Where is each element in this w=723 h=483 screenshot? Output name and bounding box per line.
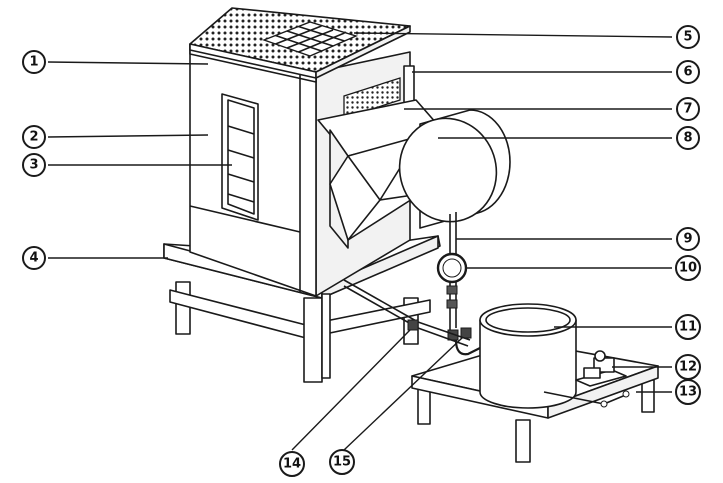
callout-14: 14 <box>279 451 305 477</box>
duct-and-fan <box>317 99 511 249</box>
perforated-top-cover <box>189 7 411 79</box>
svg-text:1: 1 <box>29 55 38 70</box>
observation-window <box>221 93 259 221</box>
svg-text:7: 7 <box>683 102 692 117</box>
callout-15: 15 <box>329 449 355 475</box>
top-grille <box>261 21 359 57</box>
callout-12: 12 <box>675 354 701 380</box>
svg-text:8: 8 <box>683 131 692 146</box>
leader-lines <box>47 32 673 451</box>
svg-text:4: 4 <box>29 251 38 266</box>
callout-11: 11 <box>675 314 701 340</box>
valve-assembly <box>343 279 485 356</box>
svg-text:2: 2 <box>29 130 38 145</box>
callout-8: 8 <box>676 126 700 150</box>
svg-text:12: 12 <box>679 360 697 375</box>
svg-text:14: 14 <box>283 457 301 472</box>
callout-2: 2 <box>22 125 46 149</box>
callout-5: 5 <box>676 25 700 49</box>
svg-text:13: 13 <box>679 385 697 400</box>
svg-text:15: 15 <box>333 455 351 470</box>
svg-text:11: 11 <box>679 320 697 335</box>
callout-1: 1 <box>22 50 46 74</box>
water-pump <box>575 350 630 408</box>
pressure-gauge <box>436 252 468 284</box>
callout-7: 7 <box>676 97 700 121</box>
callout-4: 4 <box>22 246 46 270</box>
svg-text:6: 6 <box>683 65 692 80</box>
side-vent <box>343 77 401 119</box>
svg-text:3: 3 <box>29 158 38 173</box>
svg-text:10: 10 <box>679 261 697 276</box>
svg-text:5: 5 <box>683 30 692 45</box>
callout-3: 3 <box>22 153 46 177</box>
callout-9: 9 <box>676 227 700 251</box>
callout-6: 6 <box>676 60 700 84</box>
callout-13: 13 <box>675 379 701 405</box>
callout-10: 10 <box>675 255 701 281</box>
svg-text:9: 9 <box>683 232 692 247</box>
water-tank <box>479 303 629 409</box>
